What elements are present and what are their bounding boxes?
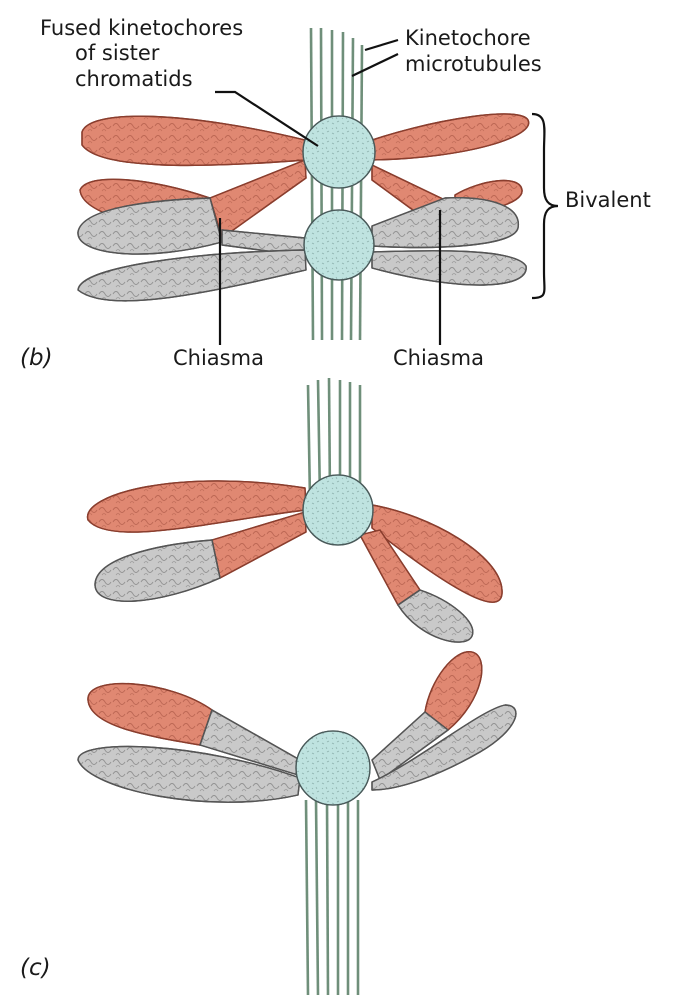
chromosome-lower-c	[77, 651, 517, 803]
label-chiasma-left: Chiasma	[173, 218, 264, 370]
microtubules-c-lower	[304, 799, 360, 996]
panel-label-c: (c)	[20, 955, 51, 981]
chiasma-right-text: Chiasma	[393, 346, 484, 370]
kinetochore-microtubules-line-2: microtubules	[405, 52, 542, 76]
leader-microtubules-2	[351, 53, 399, 77]
leader-microtubules-1	[364, 38, 399, 52]
chromosome-upper-c	[86, 480, 503, 643]
label-fused-kinetochores: Fused kinetochores of sister chromatids	[40, 16, 319, 147]
chromosome-paternal-lower	[77, 197, 527, 302]
label-bivalent: Bivalent	[531, 112, 651, 300]
label-kinetochore-microtubules: Kinetochore microtubules	[351, 26, 542, 77]
panel-label-b: (b)	[20, 345, 53, 371]
fused-kinetochores-line-1: Fused kinetochores	[40, 16, 243, 40]
label-chiasma-right: Chiasma	[393, 210, 484, 370]
panel-b: Fused kinetochores of sister chromatids …	[20, 16, 651, 371]
fused-kinetochores-line-3: chromatids	[75, 67, 193, 91]
panel-c: (c)	[20, 377, 517, 996]
chiasma-left-text: Chiasma	[173, 346, 264, 370]
fused-kinetochores-line-2: of sister	[75, 41, 160, 65]
kinetochore-microtubules-line-1: Kinetochore	[405, 26, 531, 50]
leader-fused-kinetochores	[215, 90, 319, 147]
bivalent-text: Bivalent	[565, 188, 651, 212]
bivalent-brace	[531, 112, 559, 300]
